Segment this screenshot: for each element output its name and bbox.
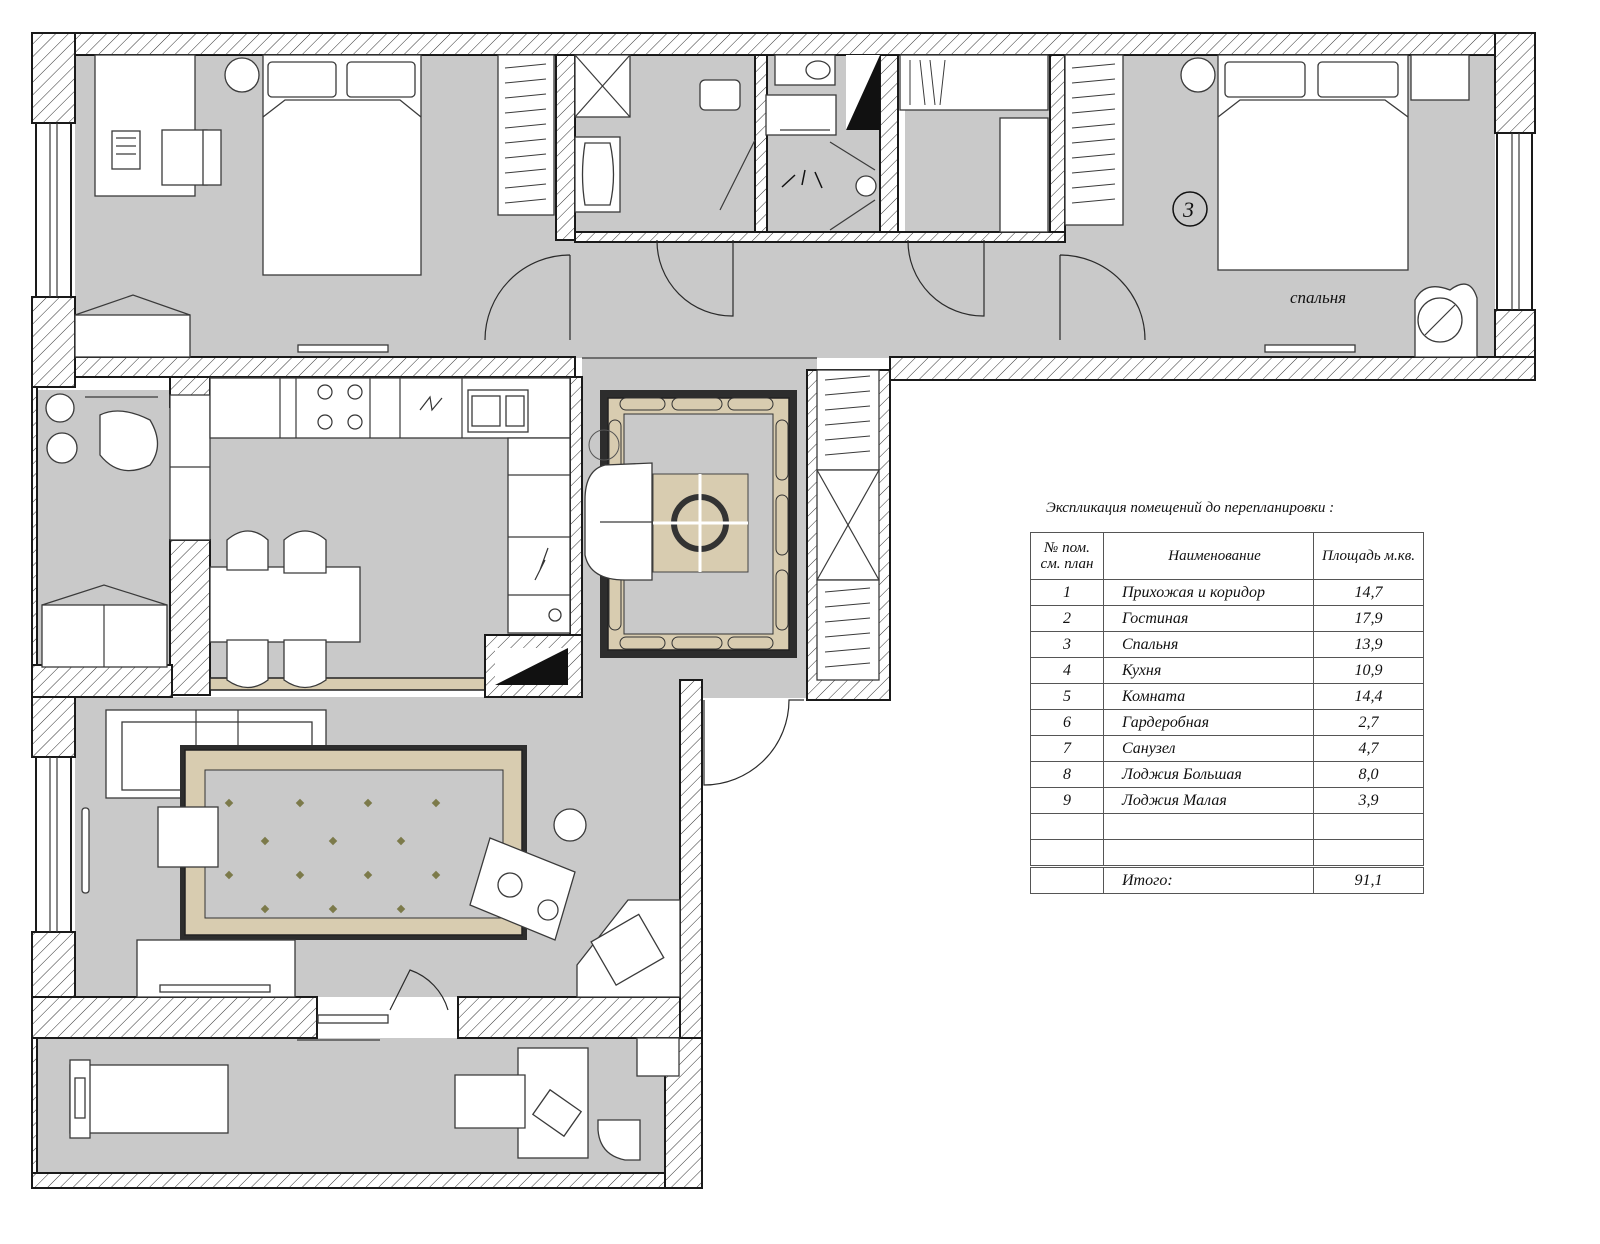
row-num: 9 (1030, 787, 1104, 814)
big-loggia (69, 1037, 680, 1161)
row-num: 6 (1030, 709, 1104, 736)
windows (35, 122, 1533, 933)
table-row: 5 Комната 14,4 (1030, 683, 1424, 710)
row-name: Прихожая и коридор (1103, 579, 1314, 606)
radiator-icon (297, 344, 389, 353)
bidet-icon (699, 79, 741, 111)
explication-header-row: № пом. см. план Наименование Площадь м.к… (1030, 532, 1424, 580)
row-area: 10,9 (1313, 657, 1424, 684)
row-area: 3,9 (1313, 787, 1424, 814)
room-number-3: 3 (1182, 197, 1194, 222)
laptop-loggia-icon (531, 1088, 583, 1138)
empty-cell (1030, 865, 1104, 894)
table-total-row: Итого: 91,1 (1030, 865, 1424, 894)
row-name: Санузел (1103, 735, 1314, 762)
empty-cell (1313, 839, 1424, 867)
laptop-icon (111, 130, 141, 170)
table-row: 2 Гостиная 17,9 (1030, 605, 1424, 632)
row-area: 2,7 (1313, 709, 1424, 736)
treadmill-icon (69, 1064, 229, 1134)
table-row: 6 Гардеробная 2,7 (1030, 709, 1424, 736)
row-area: 4,7 (1313, 735, 1424, 762)
header-num: № пом. см. план (1030, 532, 1104, 580)
row-num: 5 (1030, 683, 1104, 710)
header-name: Наименование (1103, 532, 1314, 580)
row-num: 4 (1030, 657, 1104, 684)
row-name: Лоджия Малая (1103, 787, 1314, 814)
total-label: Итого: (1103, 865, 1314, 894)
chair-icon (226, 530, 269, 571)
doors (389, 239, 1146, 1011)
row-name: Кухня (1103, 657, 1314, 684)
stove-icon (317, 384, 363, 430)
table-row: 4 Кухня 10,9 (1030, 657, 1424, 684)
bedroom-label: спальня (1290, 288, 1346, 307)
empty-cell (1103, 839, 1314, 867)
total-value: 91,1 (1313, 865, 1424, 894)
round-chair-icon (99, 410, 159, 472)
table-row: 7 Санузел 4,7 (1030, 735, 1424, 762)
table-row-empty (1030, 839, 1424, 867)
empty-cell (1030, 813, 1104, 840)
wardrobe-right-icon (1064, 54, 1124, 226)
table-row-empty (1030, 813, 1424, 840)
table-row: 1 Прихожая и коридор 14,7 (1030, 579, 1424, 606)
bathroom (574, 54, 880, 231)
row-num: 2 (1030, 605, 1104, 632)
coffee-table-icon (157, 806, 219, 868)
explication-table: № пом. см. план Наименование Площадь м.к… (1030, 532, 1424, 894)
table-row: 9 Лоджия Малая 3,9 (1030, 787, 1424, 814)
wardrobe-icon (497, 54, 555, 216)
plant-icon (45, 393, 75, 423)
empty-cell (1030, 839, 1104, 867)
hall-rug (584, 390, 797, 658)
row-num: 3 (1030, 631, 1104, 658)
row-name: Спальня (1103, 631, 1314, 658)
row-area: 8,0 (1313, 761, 1424, 788)
row-name: Гостиная (1103, 605, 1314, 632)
table-row: 8 Лоджия Большая 8,0 (1030, 761, 1424, 788)
chest-icon (74, 314, 191, 358)
dining-table-icon (209, 566, 361, 643)
office-chair-icon (454, 1074, 526, 1129)
row-name: Комната (1103, 683, 1314, 710)
hall-wardrobe (816, 369, 880, 681)
table-row: 3 Спальня 13,9 (1030, 631, 1424, 658)
bedroom-right: 3 спальня (1064, 54, 1478, 358)
empty-cell (1313, 813, 1424, 840)
row-area: 14,7 (1313, 579, 1424, 606)
row-area: 14,4 (1313, 683, 1424, 710)
header-area: Площадь м.кв. (1313, 532, 1424, 580)
kitchen (209, 377, 571, 689)
lamp-right-icon (1180, 57, 1216, 93)
empty-cell (1103, 813, 1314, 840)
row-num: 7 (1030, 735, 1104, 762)
lamp-icon (224, 57, 260, 93)
small-loggia (41, 393, 211, 668)
explication-title: Экспликация помещений до перепланировки … (1046, 500, 1335, 516)
bedroom-left (74, 54, 555, 358)
row-area: 17,9 (1313, 605, 1424, 632)
row-name: Лоджия Большая (1103, 761, 1314, 788)
row-num: 1 (1030, 579, 1104, 606)
living-room (81, 709, 681, 1024)
row-name: Гардеробная (1103, 709, 1314, 736)
walk-in-wardrobe (899, 54, 1049, 233)
row-area: 13,9 (1313, 631, 1424, 658)
row-num: 8 (1030, 761, 1104, 788)
